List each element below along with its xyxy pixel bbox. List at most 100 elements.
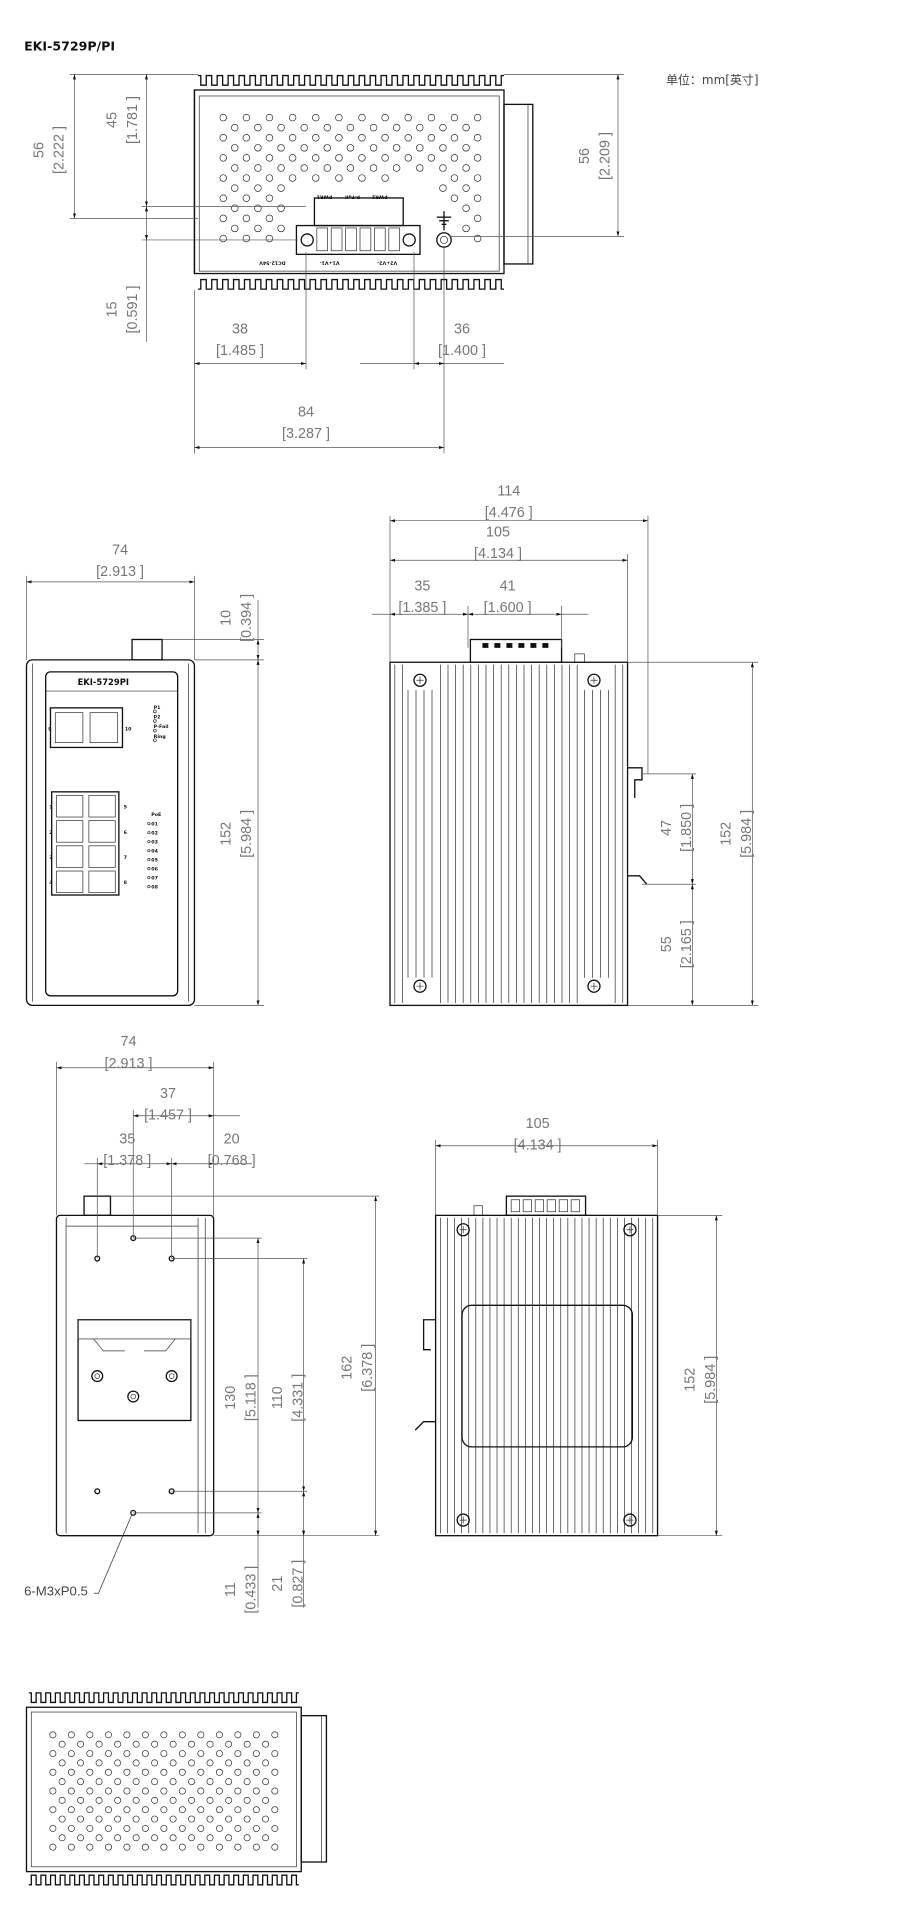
heatsink-fins <box>28 1692 299 1886</box>
dimension-side41: 41[1.600 ] <box>484 578 532 616</box>
port-number: 9 <box>48 727 52 733</box>
port-number: 10 <box>125 727 132 733</box>
led-indicator <box>147 858 151 862</box>
dimension-mm-value: 152 <box>218 822 234 846</box>
screw-icon <box>623 1223 637 1237</box>
dimension-mm-value: 74 <box>120 1034 136 1050</box>
rj45-port <box>56 820 84 843</box>
led-indicator <box>153 738 157 743</box>
screw-icon <box>413 673 427 687</box>
screw-icon <box>587 979 601 993</box>
dimension-inch-value: [5.984 ] <box>703 1356 719 1404</box>
v1-label: V1+V1- <box>320 260 340 266</box>
dimension-mm-value: 45 <box>104 112 120 128</box>
poe-led-label: 08 <box>151 884 158 890</box>
dimension-inch-value: [0.591 ] <box>125 286 141 334</box>
dimension-mm-value: 15 <box>104 302 120 318</box>
dimension-inch-value: [0.827 ] <box>290 1560 306 1608</box>
dimension-side47: 47[1.850 ] <box>659 804 695 852</box>
dimension-back37: 37[1.457 ] <box>144 1086 192 1124</box>
dimension-mm-value: 10 <box>218 610 234 626</box>
port-number: 1 <box>49 805 52 811</box>
dimension-back20: 20 [0.768 ] <box>208 1131 256 1169</box>
screw-icon <box>456 1513 470 1527</box>
side-view-body <box>389 661 629 1007</box>
dimension-inch-value: [5.984 ] <box>239 810 255 858</box>
dimension-inch-value: [1.457 ] <box>144 1107 192 1123</box>
dimension-front10: 10 [0.394 ] <box>218 594 254 642</box>
dimension-mm-value: 11 <box>223 1582 239 1597</box>
rj45-port <box>88 795 116 818</box>
poe-label: PoE <box>151 812 161 818</box>
dimension-top15: 15 [0.591 ] <box>104 286 140 334</box>
led-label: Ring <box>154 734 167 740</box>
rj45-port <box>88 870 116 893</box>
dimension-side152: 152[5.984 ] <box>719 810 755 858</box>
rj45-port <box>88 820 116 843</box>
dimension-mm-value: 36 <box>454 322 470 338</box>
led-indicator <box>147 849 151 853</box>
led-indicator <box>147 831 151 835</box>
screw-icon <box>587 673 601 687</box>
dimension-inch-value: [4.331 ] <box>290 1374 306 1422</box>
heatsink-fins <box>394 643 624 1003</box>
v2-label: V2+V2- <box>377 260 397 266</box>
dimension-top36: 36[1.400 ] <box>438 322 486 360</box>
dimension-mm-value: 47 <box>659 820 675 836</box>
rj45-port <box>88 845 116 868</box>
pwr2-label: PWR2 <box>372 194 388 200</box>
rj45-ports-9-10 <box>49 707 124 749</box>
dimension-mm-value: 20 <box>224 1131 240 1147</box>
dimension-back35: 35[1.378 ] <box>103 1131 151 1169</box>
led-indicator <box>147 840 151 844</box>
rj45-port <box>56 795 84 818</box>
heatsink-fins <box>440 1217 654 1534</box>
side-flange <box>300 1714 328 1863</box>
dimension-mm-value: 84 <box>298 404 314 420</box>
dimension-inch-value: [1.600 ] <box>484 600 532 616</box>
screw-icon <box>91 1370 104 1383</box>
dimension-front152: 152 [5.984 ] <box>218 810 254 858</box>
dimension-inch-value: [0.394 ] <box>239 594 255 642</box>
dimension-mm-value: 74 <box>112 542 128 558</box>
dimension-inch-value: [0.433 ] <box>244 1566 260 1614</box>
dimension-side35: 35[1.385 ] <box>398 578 446 616</box>
mount-hole <box>94 1488 101 1495</box>
dimension-back21: 21[0.827 ] <box>270 1560 306 1608</box>
model-title: EKI-5729P/PI <box>24 38 115 53</box>
rj45-port <box>56 870 84 893</box>
dimension-lines <box>26 74 759 1608</box>
screw-icon <box>165 1370 178 1383</box>
rj45-ports-1-8 <box>51 791 120 896</box>
din-clip <box>414 1319 436 1431</box>
din-clip <box>131 638 163 661</box>
top-view-2 <box>25 1692 328 1886</box>
dimension-side114: 114[4.476 ] <box>485 483 533 521</box>
dimension-top38: 38[1.485 ] <box>216 322 264 360</box>
rj45-port <box>56 845 84 868</box>
dimension-inch-value: [3.287 ] <box>282 426 330 442</box>
ground-screw-icon <box>436 232 452 248</box>
poe-led-label: 02 <box>151 830 158 836</box>
led-label: P2 <box>154 715 161 721</box>
vent-holes <box>49 1731 279 1851</box>
dimension-mm-value: 110 <box>270 1386 286 1409</box>
led-indicator <box>153 719 157 723</box>
terminal-block <box>469 638 563 663</box>
dimension-inch-value: [1.385 ] <box>398 600 446 616</box>
side-flange <box>503 103 534 265</box>
dimension-mm-value: 105 <box>486 524 510 540</box>
poe-led-label: 03 <box>151 839 158 845</box>
ground-icon <box>436 211 452 231</box>
dimension-top84: 84 [3.287 ] <box>282 404 330 442</box>
dimension-inch-value: [5.984 ] <box>739 810 755 858</box>
terminal-block <box>505 1195 587 1217</box>
dimension-inch-value: [0.768 ] <box>208 1153 256 1169</box>
poe-led-label: 07 <box>151 875 158 881</box>
screw-icon <box>127 1390 140 1403</box>
dimension-inch-value: [6.378 ] <box>360 1344 376 1392</box>
dimension-inch-value: [1.781 ] <box>125 96 141 144</box>
port-number: 3 <box>49 855 52 861</box>
poe-led-label: 04 <box>151 848 158 854</box>
